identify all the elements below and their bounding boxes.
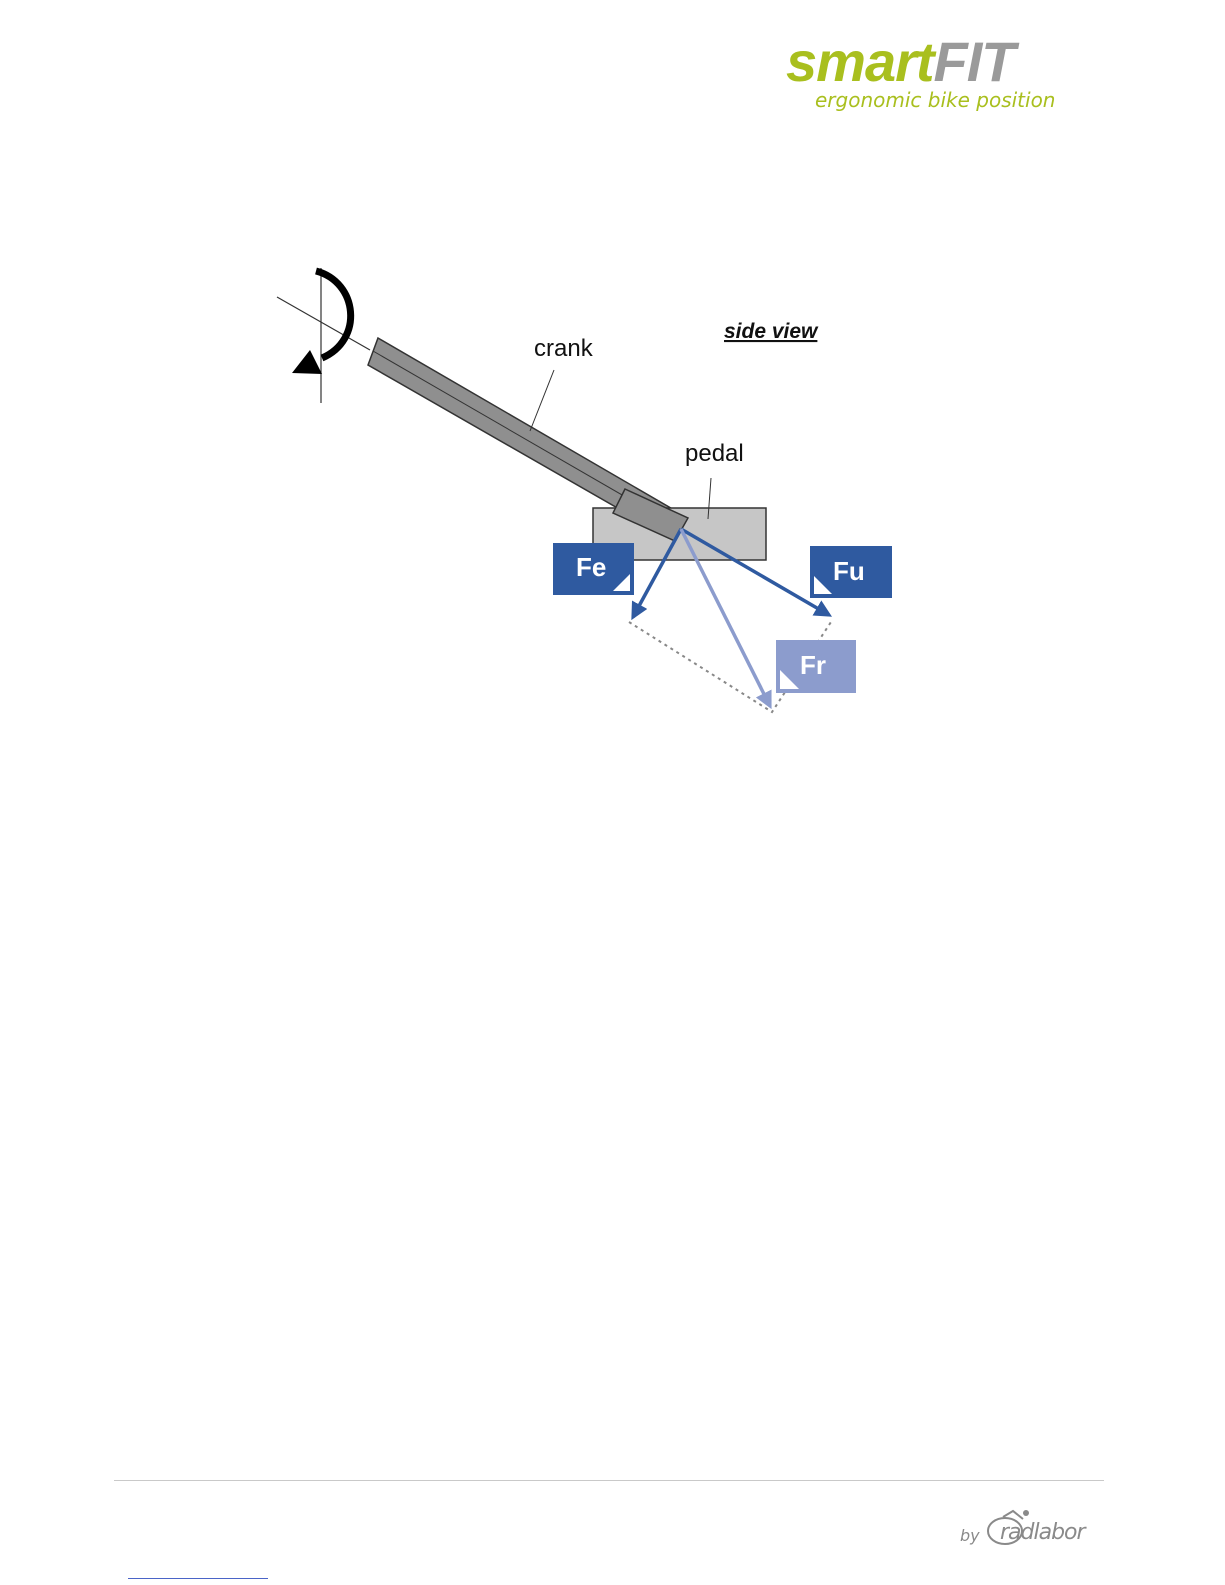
fu-label: Fu xyxy=(833,556,865,586)
crank-axis-line xyxy=(277,297,370,350)
footer-brand-text: radlabor xyxy=(1000,1520,1085,1545)
fe-label: Fe xyxy=(576,552,606,582)
fu-badge: Fu xyxy=(810,546,892,598)
view-label: side view xyxy=(724,320,819,343)
fe-badge: Fe xyxy=(553,543,634,595)
pedal-label: pedal xyxy=(685,440,744,467)
fr-label: Fr xyxy=(800,650,826,680)
footer-by-text: by xyxy=(960,1526,980,1545)
crank-label: crank xyxy=(534,335,594,362)
crank-leader-line xyxy=(530,370,554,431)
footer-divider xyxy=(114,1480,1104,1481)
fr-badge: Fr xyxy=(776,640,856,693)
footer-link-underline xyxy=(128,1578,268,1579)
